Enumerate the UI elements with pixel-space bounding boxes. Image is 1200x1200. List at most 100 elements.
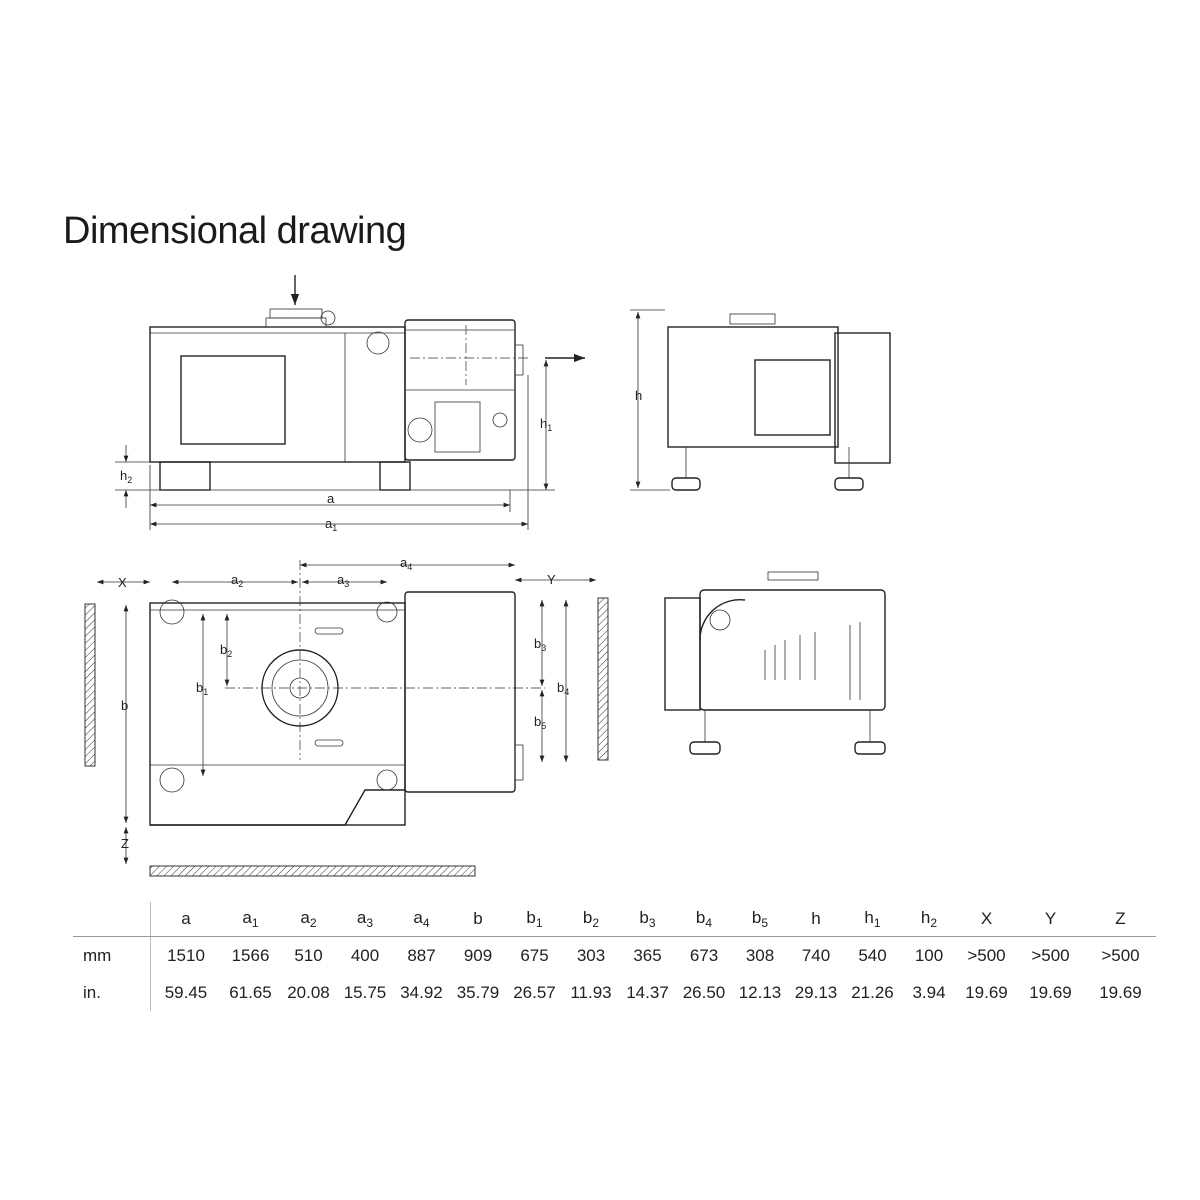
column-symbol: Y <box>1044 909 1057 928</box>
table-cell: 100 <box>914 945 944 965</box>
column-symbol: a <box>181 909 191 928</box>
dim-label-y: Y <box>547 572 556 587</box>
table-cell: 510 <box>294 945 323 965</box>
table-header-cell: b5 <box>732 902 788 937</box>
table-cell: 26.57 <box>513 982 556 1002</box>
column-symbol: a <box>300 908 310 927</box>
column-symbol: h <box>920 908 931 927</box>
table-cell: 11.93 <box>570 982 612 1002</box>
table-cell: 675 <box>520 945 549 965</box>
dim-label-b3: b3 <box>534 636 546 653</box>
dim-label-a1: a1 <box>325 516 337 533</box>
table-cell: 59.45 <box>164 982 208 1002</box>
column-subscript: 2 <box>309 916 317 930</box>
table-corner-cell <box>73 902 151 937</box>
table-header-cell: b4 <box>676 902 732 937</box>
side-view <box>630 309 891 491</box>
table-cell: 34.92 <box>400 982 443 1002</box>
column-symbol: b <box>751 908 762 927</box>
table-header-cell: h1 <box>844 902 901 937</box>
column-subscript: 1 <box>873 916 881 930</box>
table-cell: 61.65 <box>229 982 272 1002</box>
table-cell: 19.69 <box>1099 982 1142 1002</box>
column-subscript: 2 <box>930 916 938 930</box>
table-cell: 1566 <box>231 945 270 965</box>
table-cell: 29.13 <box>794 982 838 1002</box>
table-header-cell: a2 <box>280 902 337 937</box>
table-cell: 673 <box>689 945 719 965</box>
table-cell: 540 <box>858 945 887 965</box>
table-row: mm 1510 1566 510 400 887 909 675 303 365 673 308 740… <box>73 936 1156 974</box>
table-header-cell: h2 <box>901 902 957 937</box>
column-subscript: 4 <box>422 916 430 930</box>
table-header-cell: Z <box>1085 902 1156 937</box>
dim-label-a: a <box>327 491 335 506</box>
table-cell: 26.50 <box>682 982 726 1002</box>
table-cell: 303 <box>576 945 606 965</box>
column-subscript: 3 <box>366 916 374 930</box>
unit-label: mm <box>73 936 151 974</box>
column-subscript: 1 <box>251 916 259 930</box>
table-cell: 15.75 <box>343 982 387 1002</box>
column-subscript: 2 <box>592 916 600 930</box>
dim-label-b4: b4 <box>557 680 569 697</box>
column-subscript: 4 <box>705 916 713 930</box>
table-header-cell: a1 <box>221 902 280 937</box>
column-subscript: 1 <box>535 916 543 930</box>
table-header-cell: b <box>450 902 506 937</box>
dim-label-a2: a2 <box>231 572 243 589</box>
table-header-cell: a <box>150 902 221 937</box>
technical-drawing: a a1 h1 h2 h X a2 a3 a4 Y b2 b1 b b3 b4 … <box>84 275 891 877</box>
column-symbol: b <box>473 909 483 928</box>
table-cell: 400 <box>350 945 380 965</box>
table-cell: >500 <box>1031 945 1070 965</box>
table-cell: 1510 <box>167 945 205 965</box>
table-row: in. 59.45 61.65 20.08 15.75 34.92 35.79 26.57 11… <box>73 974 1156 1011</box>
table-cell: 740 <box>801 945 831 965</box>
dim-label-b2: b2 <box>220 642 232 659</box>
column-subscript: 3 <box>648 916 656 930</box>
column-symbol: Z <box>1115 909 1126 928</box>
column-symbol: b <box>639 908 649 927</box>
unit-label: in. <box>73 974 151 1011</box>
column-symbol: h <box>864 908 874 927</box>
column-symbol: h <box>811 909 821 928</box>
table-cell: >500 <box>1101 945 1140 965</box>
table-cell: 19.69 <box>1029 982 1072 1002</box>
table-cell: 12.13 <box>738 982 782 1002</box>
table-header-cell: b1 <box>506 902 563 937</box>
dim-label-a4: a4 <box>400 555 412 572</box>
column-symbol: b <box>695 908 706 927</box>
table-header-cell: b2 <box>563 902 619 937</box>
table-cell: 35.79 <box>456 982 500 1002</box>
table-cell: 14.37 <box>626 982 669 1002</box>
dim-label-h2: h2 <box>120 468 132 485</box>
table-cell: 21.26 <box>851 982 894 1002</box>
column-symbol: b <box>582 908 593 927</box>
column-symbol: a <box>356 908 367 927</box>
table-header-cell: X <box>957 902 1016 937</box>
table-cell: 3.94 <box>912 982 946 1002</box>
table-header-cell: a4 <box>393 902 450 937</box>
table-header-cell: Y <box>1016 902 1085 937</box>
column-symbol: X <box>980 909 993 928</box>
table-header-cell: h <box>788 902 844 937</box>
dimension-labels: a a1 h1 h2 h X a2 a3 a4 Y b2 b1 b b3 b4 … <box>118 388 642 851</box>
table-cell: 19.69 <box>965 982 1008 1002</box>
table-cell: 887 <box>407 945 436 965</box>
top-view <box>84 560 609 877</box>
table-cell: 308 <box>745 945 775 965</box>
front-view <box>115 275 585 530</box>
column-symbol: b <box>526 908 536 927</box>
table-cell: >500 <box>967 945 1006 965</box>
dim-label-b1: b1 <box>196 680 208 697</box>
table-cell: 365 <box>633 945 662 965</box>
dim-label-z: Z <box>121 836 129 851</box>
dim-label-a3: a3 <box>337 572 349 589</box>
end-view <box>664 571 886 755</box>
table-cell: 909 <box>463 945 493 965</box>
table-header-cell: b3 <box>619 902 676 937</box>
table-cell: 20.08 <box>287 982 330 1002</box>
